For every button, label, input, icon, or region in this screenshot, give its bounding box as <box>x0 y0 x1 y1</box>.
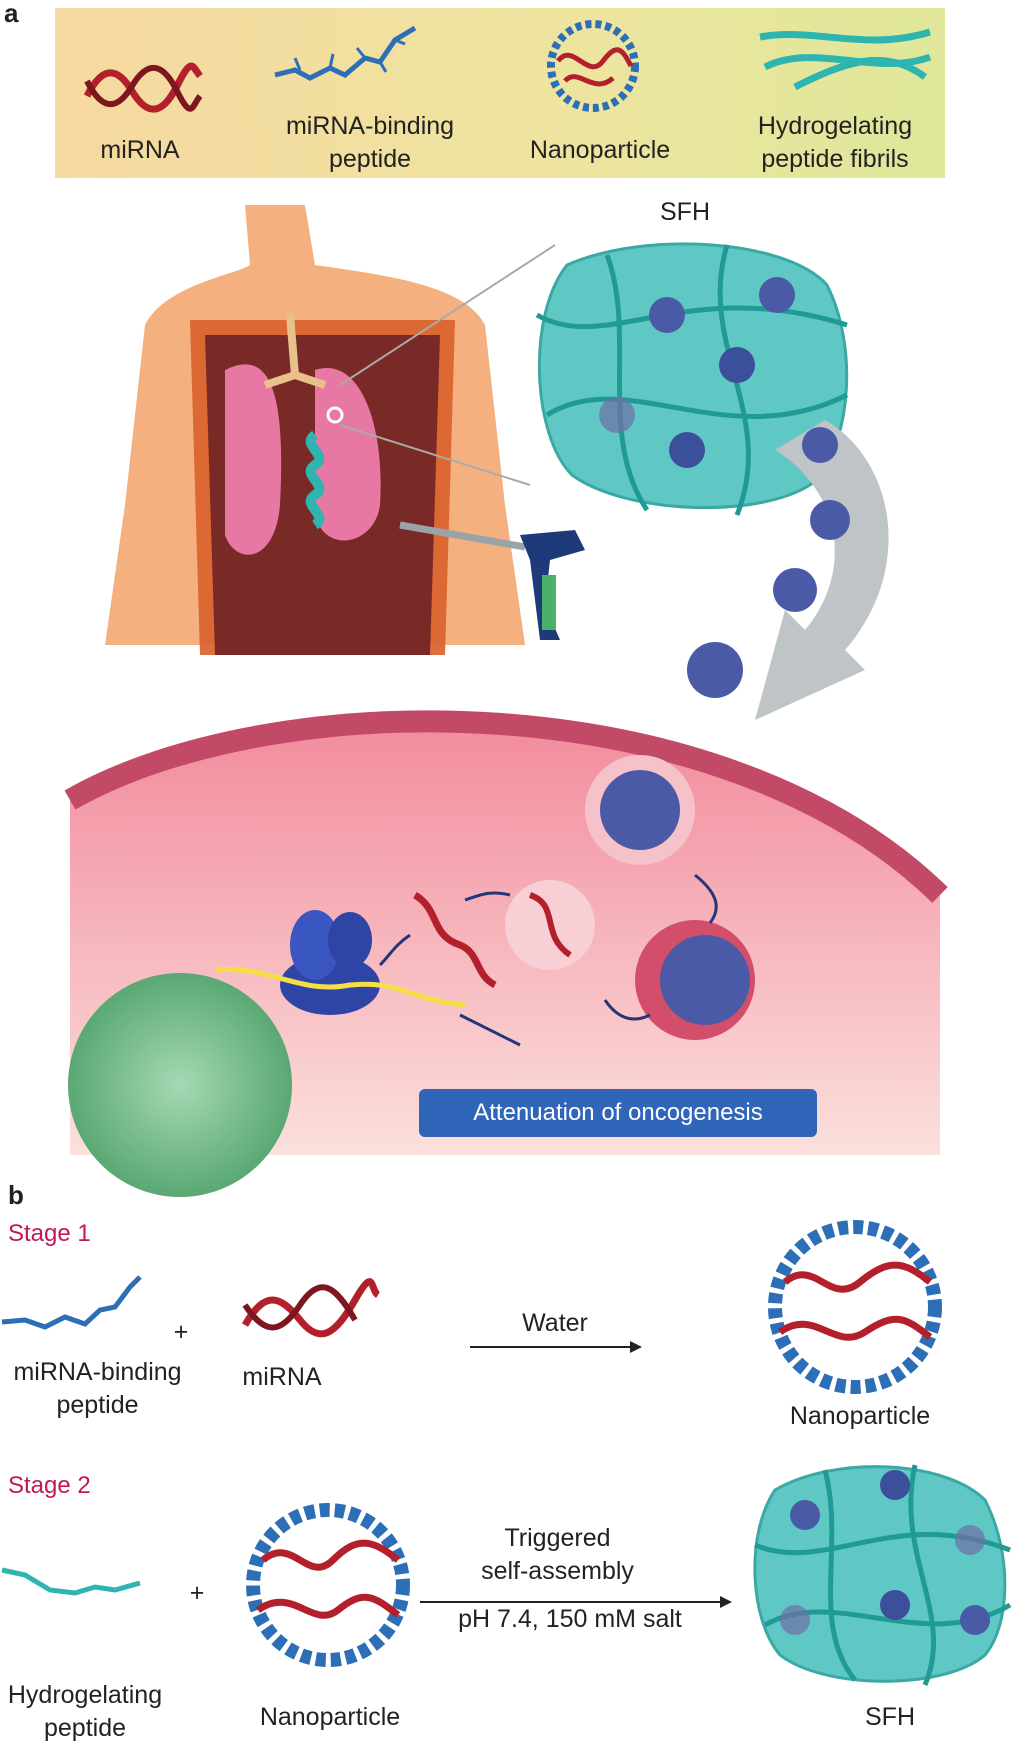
legend-peptide-label: miRNA-binding peptide <box>265 110 475 175</box>
stage1-mirna-icon <box>241 1278 381 1338</box>
stage2-product-label: SFH <box>865 1703 915 1731</box>
spray-applicator-icon <box>399 521 585 640</box>
cell-illustration <box>64 710 948 1197</box>
legend-fibrils-label-line1: Hydrogelating <box>757 112 913 140</box>
outcome-badge: Attenuation of oncogenesis <box>419 1089 817 1137</box>
stage1-reactant1-line2: peptide <box>56 1390 139 1419</box>
stage2-condition-line3: pH 7.4, 150 mM salt <box>458 1605 682 1633</box>
stage1-condition-label: Water <box>522 1309 588 1337</box>
stage2-condition-line1: Triggered <box>504 1524 611 1552</box>
stage1-reactant1-label: miRNA-binding peptide <box>0 1356 195 1421</box>
stage2-reactant2-label: Nanoparticle <box>259 1703 401 1731</box>
legend-peptide-label-line1: miRNA-binding <box>285 112 455 140</box>
panel-b-letter: b <box>8 1180 24 1210</box>
stage2-sfh-icon <box>753 1464 1012 1686</box>
legend-fibrils-label-line2: peptide fibrils <box>761 144 909 173</box>
sfh-label: SFH <box>660 198 710 226</box>
legend-peptide-label-line2: peptide <box>328 144 412 173</box>
stage1-title: Stage 1 <box>8 1220 91 1247</box>
legend-mirna-label: miRNA <box>100 136 180 164</box>
stage2-condition-line2: self-assembly <box>481 1556 634 1585</box>
stage2-hydrogelating-peptide-icon <box>1 1567 141 1596</box>
stage1-product-label: Nanoparticle <box>789 1402 931 1430</box>
nanoparticle-legend-icon <box>547 20 639 112</box>
stage1-reactant2-label: miRNA <box>242 1363 322 1391</box>
stage2-reactant1-label: Hydrogelating peptide <box>0 1679 170 1744</box>
peptide-legend-icon <box>274 25 417 81</box>
stage1-peptide-icon <box>1 1275 142 1330</box>
stage2-title: Stage 2 <box>8 1472 91 1499</box>
mirna-legend-icon <box>83 62 203 113</box>
zoom-lines <box>339 244 556 486</box>
stage2-plus: + <box>189 1579 205 1607</box>
stage2-condition-label: Triggered self-assembly <box>430 1522 685 1587</box>
stage1-plus: + <box>173 1318 189 1346</box>
torso-illustration <box>105 205 525 655</box>
stage2-nanoparticle-icon <box>246 1503 410 1667</box>
stage2-arrow <box>420 1596 732 1608</box>
stage1-reactant1-line1: miRNA-binding <box>13 1358 182 1386</box>
legend-fibrils-label: Hydrogelating peptide fibrils <box>735 110 935 175</box>
stage2-reactant1-line1: Hydrogelating <box>7 1681 163 1709</box>
stage1-arrow <box>470 1341 642 1353</box>
hydrogel-fibrils-legend-icon <box>759 28 932 91</box>
stage2-reactant1-line2: peptide <box>43 1713 127 1742</box>
panel-a-letter: a <box>4 0 19 28</box>
release-arrow-icon <box>687 420 889 720</box>
stage1-nanoparticle-icon <box>768 1220 942 1394</box>
legend-nanoparticle-label: Nanoparticle <box>529 136 671 164</box>
